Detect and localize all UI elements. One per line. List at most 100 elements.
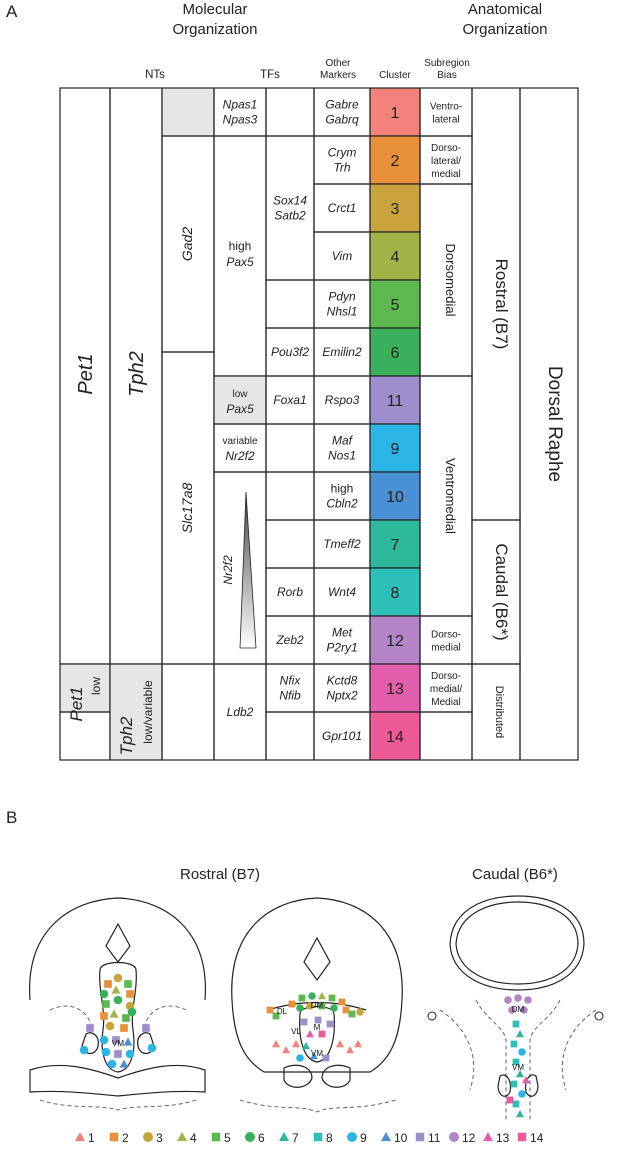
section3-outline	[449, 895, 585, 991]
legend-label: 11	[428, 1131, 441, 1145]
raphe-outline-2	[299, 1005, 335, 1063]
section1-cell	[125, 1049, 135, 1059]
legend-label: 3	[156, 1131, 163, 1145]
section1-cell	[147, 1043, 157, 1053]
variable-nr2f2-label: variable	[222, 436, 257, 447]
section2-cell	[298, 994, 306, 1002]
section1-cell	[120, 1024, 128, 1032]
section2-cell	[308, 992, 316, 1000]
legend-marker	[381, 1132, 391, 1141]
cluster-number: 12	[386, 633, 404, 650]
section1-cell	[142, 1024, 150, 1032]
dorsomedial-label: Dorsomedial	[443, 244, 458, 317]
dashed-tract-3d	[561, 1009, 597, 1091]
section1-cell	[122, 1014, 130, 1022]
marker-label: Gpr101	[322, 729, 362, 743]
tf2-empty-10	[265, 471, 315, 521]
caudal-label: Caudal (B6*)	[492, 543, 511, 640]
legend-label: 7	[292, 1131, 299, 1145]
marker-label: Kctd8	[327, 674, 358, 688]
section1-cell	[100, 1012, 108, 1020]
legend-marker	[211, 1132, 221, 1142]
ventrolateral-label: Ventro-	[430, 102, 462, 113]
dorsal-raphe-cell	[519, 87, 579, 761]
section2-cell	[296, 1004, 304, 1012]
aqueduct-1	[105, 922, 131, 963]
cluster-number: 10	[386, 489, 404, 506]
pontine-band-1	[29, 1064, 206, 1097]
section3-cell	[504, 996, 512, 1004]
cluster-number: 6	[391, 345, 400, 362]
nts-header: NTs	[145, 69, 165, 81]
mlf-2-right	[321, 1064, 351, 1088]
section2-outline	[231, 897, 403, 1073]
legend-label: 8	[326, 1131, 333, 1145]
legend-label: 5	[224, 1131, 231, 1145]
legend-marker	[347, 1132, 357, 1142]
legend-marker	[313, 1132, 323, 1142]
mlf-2-left	[283, 1064, 313, 1088]
section3-cell	[512, 1100, 520, 1108]
tf2-empty-7	[265, 519, 315, 569]
nfix-nfib-label: Nfib	[279, 689, 301, 703]
legend-marker	[517, 1132, 527, 1142]
section2-cell	[314, 1016, 322, 1024]
legend-label: 4	[190, 1131, 197, 1145]
arc-2	[267, 1001, 367, 1011]
section-title-rostral: Rostral (B7)	[179, 866, 261, 883]
tfs-header: TFs	[260, 69, 280, 81]
cluster-cell	[369, 327, 421, 377]
high-pax5-label: high	[229, 239, 252, 253]
marker-label: Gabrq	[325, 113, 359, 127]
section2-cell	[318, 1002, 326, 1010]
tph2-low-label: Tph2	[117, 716, 136, 755]
cluster-number: 14	[386, 729, 404, 746]
panel-letter-a: A	[6, 2, 18, 21]
section1-cell	[113, 973, 123, 983]
cluster-cell	[369, 183, 421, 233]
variable-nr2f2-cell	[213, 423, 267, 473]
cluster-number: 3	[391, 201, 400, 218]
low-pax5-cell	[213, 375, 267, 425]
cluster-number: 1	[391, 105, 400, 122]
section3-cell	[514, 994, 522, 1002]
tf2-empty-9	[265, 423, 315, 473]
marker-label: Nptx2	[326, 689, 358, 703]
section2-cell	[306, 1002, 314, 1010]
dorsomedial2-label: Dorso-	[431, 630, 461, 641]
section3-cell	[522, 1076, 530, 1084]
mlf-3-left	[497, 1074, 511, 1097]
nt-gray-cell	[161, 87, 215, 137]
low-pax5-label: low	[232, 389, 248, 400]
section2-cell	[326, 1020, 334, 1028]
pet1-low-label: Pet1	[67, 687, 86, 722]
section2-cell	[266, 1006, 274, 1014]
section2-cell	[288, 1000, 296, 1008]
section1-cell	[99, 989, 109, 999]
cluster-cell	[369, 231, 421, 281]
section2-cell	[346, 1046, 354, 1054]
legend-label: 2	[122, 1131, 129, 1145]
pou3f2-label: Pou3f2	[271, 345, 309, 359]
ldb2-label: Ldb2	[227, 705, 254, 719]
section3-cell	[516, 1110, 524, 1118]
marker-label: Cbln2	[326, 497, 358, 511]
rostral-label: Rostral (B7)	[492, 259, 511, 350]
legend-marker	[415, 1132, 425, 1142]
region-label-dm-2: DM	[311, 1001, 324, 1010]
legend-label: 6	[258, 1131, 265, 1145]
cluster-cell	[369, 519, 421, 569]
gad2-label: Gad2	[179, 227, 195, 261]
tf2-empty-5	[265, 279, 315, 329]
section1-cell	[99, 1035, 109, 1045]
section2-cell	[330, 1004, 338, 1012]
marker-label: Emilin2	[322, 345, 362, 359]
section1-cell	[111, 985, 121, 994]
vessel-left	[427, 1011, 437, 1021]
section2-cell	[302, 1042, 310, 1050]
dorsolateral-label: lateral/	[431, 156, 461, 167]
marker-label: Tmeff2	[323, 537, 361, 551]
